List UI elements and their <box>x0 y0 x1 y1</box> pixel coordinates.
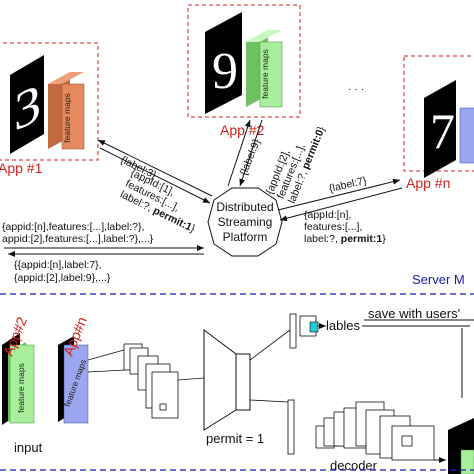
platform-line-2: Streaming <box>218 215 273 229</box>
msg-appn-line2: features:[...], <box>304 221 362 233</box>
app2-feature-front <box>259 41 283 108</box>
app1-digit: 3 <box>14 71 41 143</box>
arrow-appn-to-platform <box>279 187 403 222</box>
app2-panel: 9 feature maps App #2 <box>187 4 301 138</box>
app1-image <box>10 55 44 154</box>
msg-batch-in-2: appid:[2],features:[...],label:?},...} <box>2 233 154 245</box>
appn-digit: 7 <box>430 103 455 159</box>
app1-border <box>0 42 99 161</box>
decoder-vector <box>287 399 295 455</box>
app1-feature-front <box>61 83 85 150</box>
msg-batch-out-2: {appid:[2],label:9},...} <box>14 272 111 284</box>
appn-label: App #n <box>406 175 450 191</box>
arrow-platform-to-app1 <box>97 139 213 197</box>
app2-border <box>187 4 301 118</box>
label-output <box>309 321 319 333</box>
decoder-stack <box>315 401 435 461</box>
appn-image <box>424 80 456 178</box>
app2-feature-top <box>246 30 282 42</box>
bottom-app2: App#2 feature maps <box>0 314 35 425</box>
app1-feature-top <box>48 72 84 84</box>
msg-appn-line1: {appId:[n], <box>304 209 351 221</box>
platform-line-3: Platform <box>223 230 268 244</box>
msg-label7: {label:7} <box>328 175 368 195</box>
bottom-appn-feature-front <box>63 344 89 424</box>
appn-panel: 7 App #n <box>403 55 474 191</box>
msg-batch-in-1: {appid:[n],features:[...],label:?}, <box>2 221 144 233</box>
bottom-app2-feature-text: feature maps <box>16 363 26 413</box>
app2-image <box>205 12 242 114</box>
permit-label: permit = 1 <box>206 431 264 446</box>
bottom-app2-feature-front <box>9 344 35 424</box>
streaming-platform: Distributed Streaming Platform <box>207 187 283 257</box>
apps-ellipsis: · · · <box>348 83 364 95</box>
arrow-app2-to-platform <box>239 119 263 187</box>
classifier-vector <box>289 313 297 349</box>
server-label: Server M <box>412 272 465 287</box>
msg-appn-send: {appId:[n], features:[...], label:?, per… <box>304 209 386 245</box>
bottom-appn: App#n feature maps <box>58 315 90 424</box>
app1-feature-label-1: feature maps <box>62 93 72 143</box>
arrow-platform-to-app2 <box>227 119 251 187</box>
lables-label: lables <box>326 318 360 333</box>
encoder-funnel <box>203 329 237 431</box>
decoder-label: decoder <box>330 458 378 473</box>
platform-line-1: Distributed <box>216 200 273 214</box>
app2-label: App #2 <box>220 122 265 138</box>
msg-appn-line3: label:?, permit:1} <box>304 233 386 245</box>
arrow-app1-to-platform <box>99 147 211 204</box>
platform-shape <box>207 187 283 257</box>
msg-app2-send: {appId:[2], features:[...], label:?, per… <box>264 124 328 205</box>
encoder-stack <box>123 343 179 419</box>
save-label: save with users' <box>368 306 460 321</box>
app1-label: App #1 <box>0 160 43 176</box>
msg-label9: {label:9} <box>238 137 264 177</box>
app2-feature-label: feature maps <box>260 49 270 99</box>
appn-feature-front <box>459 107 474 164</box>
app1-panel: 3 feature maps App #1 <box>0 42 99 176</box>
app2-digit: 9 <box>212 43 238 100</box>
msg-batch-out-1: {{appid:[n],label:7}, <box>14 259 102 271</box>
input-label: input <box>14 440 43 455</box>
appn-border <box>403 55 474 172</box>
arrow-platform-to-appn <box>277 178 401 211</box>
